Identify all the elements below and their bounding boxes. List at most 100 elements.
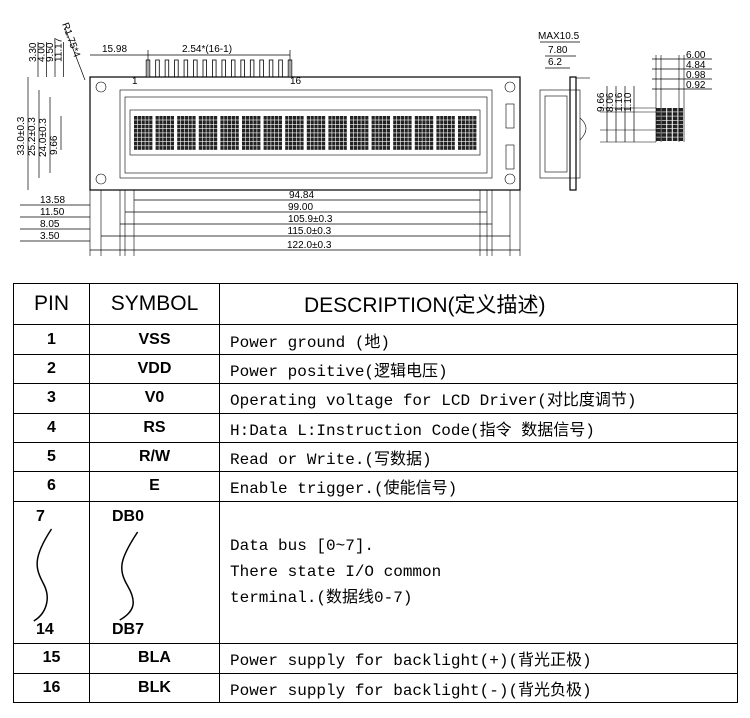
char-dot (192, 120, 196, 124)
char-dot (245, 141, 249, 146)
char-dot (393, 116, 397, 120)
char-dot (235, 124, 239, 129)
char-dot (440, 124, 444, 129)
char-dot (155, 116, 159, 120)
char-dot (393, 146, 397, 150)
char-dot (278, 141, 282, 146)
char-dot (235, 128, 239, 133)
char-dot (181, 137, 185, 142)
char-dot (188, 124, 192, 129)
char-dot (440, 133, 444, 137)
bus-pin-start: 7 (36, 507, 45, 525)
char-dot (249, 128, 253, 133)
char-dot (318, 120, 322, 124)
vert-dim-label: 24.0±0.3 (38, 118, 49, 157)
char-dot (422, 120, 426, 124)
char-dot (436, 120, 440, 124)
char-dot (365, 141, 369, 146)
char-dot (422, 141, 426, 146)
horizontal-dims: 94.8499.00105.9±0.3115.0±0.3122.0±0.313.… (20, 190, 521, 256)
mount-hole-br (504, 173, 516, 185)
header-description: DESCRIPTION(定义描述) (219, 282, 738, 326)
char-dot (365, 120, 369, 124)
char-dot (137, 146, 141, 150)
char-dot (249, 120, 253, 124)
char-dot (458, 120, 462, 124)
char-dot (371, 133, 375, 137)
horiz-dim-label: 105.9±0.3 (288, 214, 333, 225)
char-dot (357, 124, 361, 129)
char-dot (300, 133, 304, 137)
table-header: PIN SYMBOL DESCRIPTION(定义描述) (13, 282, 738, 326)
char-dot (318, 133, 322, 137)
char-dot (267, 128, 271, 133)
char-dot (458, 133, 462, 137)
char-dot (198, 137, 202, 142)
char-dot (444, 133, 448, 137)
char-dot (361, 137, 365, 142)
char-dot (141, 116, 145, 120)
char-dot (170, 133, 174, 137)
char-dot (306, 146, 310, 150)
char-dot (267, 141, 271, 146)
char-dot (145, 137, 149, 142)
side-pcb (569, 76, 577, 191)
char-dot (296, 141, 300, 146)
char-dot (328, 116, 332, 120)
pin-lead (221, 59, 226, 78)
char-dot (444, 116, 448, 120)
char-dot (447, 146, 451, 150)
pin-symbol: VDD (89, 353, 220, 385)
char-dot (245, 128, 249, 133)
char-dot (167, 128, 171, 133)
char-dot (357, 137, 361, 142)
char-dot (386, 141, 390, 146)
char-dot (365, 128, 369, 133)
char-dot (300, 146, 304, 150)
pin-lead (155, 59, 160, 78)
char-dot (361, 141, 365, 146)
char-dot (473, 137, 477, 142)
char-dot (228, 124, 232, 129)
char-dot (365, 146, 369, 150)
char-dot (228, 128, 232, 133)
top-dim-label: 3.30 (28, 42, 39, 62)
char-dot (458, 116, 462, 120)
char-dot (275, 120, 279, 124)
char-dot (353, 141, 357, 146)
char-dot (383, 120, 387, 124)
pin-description: Power supply for backlight(-)(背光负极) (219, 672, 738, 704)
char-dot (224, 137, 228, 142)
char-dot (163, 133, 167, 137)
char-dot (214, 128, 218, 133)
bus-description: Data bus [0~7]. There state I/O common t… (219, 500, 738, 645)
detail-dot (667, 108, 672, 112)
pin-number: 16 (13, 672, 90, 704)
char-dot (253, 116, 257, 120)
char-dot (339, 133, 343, 137)
char-dot (253, 120, 257, 124)
char-dot (245, 133, 249, 137)
char-dot (440, 128, 444, 133)
char-dot (149, 120, 153, 124)
char-dot (202, 120, 206, 124)
char-dot (188, 116, 192, 120)
char-dot (149, 141, 153, 146)
char-dot (149, 124, 153, 129)
char-dot (353, 128, 357, 133)
char-dot (461, 146, 465, 150)
backlight-pad-k (505, 144, 515, 170)
char-dot (181, 124, 185, 129)
char-dot (214, 120, 218, 124)
char-dot (426, 146, 430, 150)
char-dot (408, 141, 412, 146)
char-dot (141, 120, 145, 124)
char-dot (224, 116, 228, 120)
char-dot (328, 137, 332, 142)
char-dot (275, 128, 279, 133)
char-dot (430, 120, 434, 124)
char-dot (155, 120, 159, 124)
char-dot (163, 116, 167, 120)
char-dot (414, 128, 418, 133)
table-row: 4 RS H:Data L:Instruction Code(指令 数据信号) (13, 412, 738, 443)
